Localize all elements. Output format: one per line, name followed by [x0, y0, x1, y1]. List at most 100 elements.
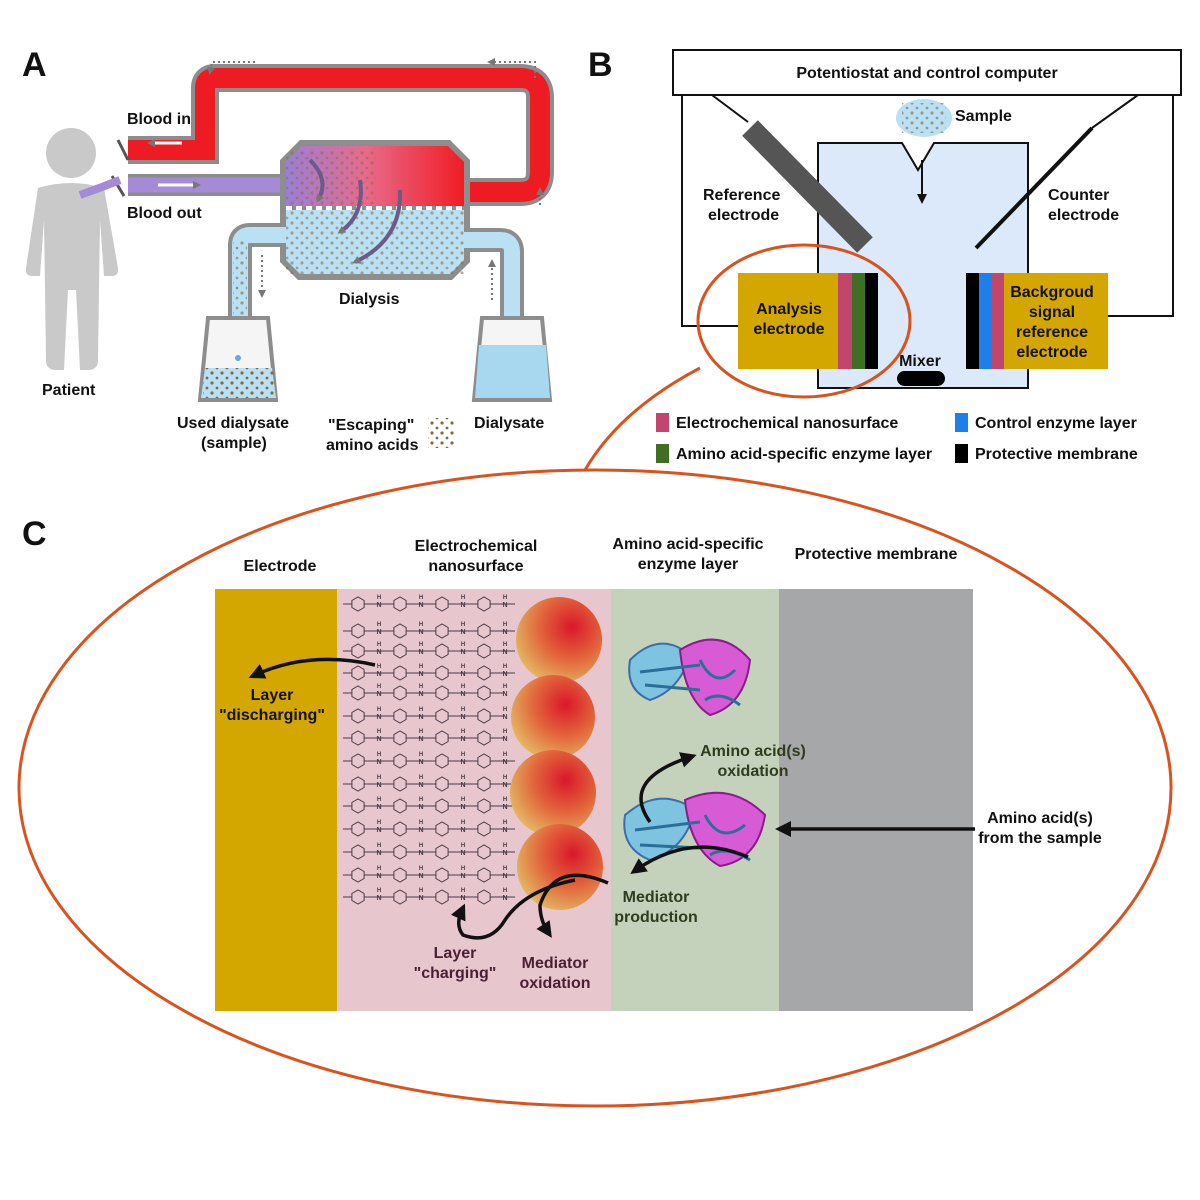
benzene-ring — [393, 730, 407, 746]
nitrogen-atom: N — [460, 629, 465, 636]
used-dialysate-bottle — [197, 316, 279, 402]
benzene-ring — [435, 798, 449, 814]
benzene-ring — [477, 798, 491, 814]
electrode-layer — [215, 589, 337, 1011]
nitrogen-atom: N — [418, 759, 423, 766]
hydrogen-atom: H — [503, 684, 507, 690]
hydrogen-atom: H — [377, 622, 381, 628]
dialysate-bottle — [471, 316, 553, 402]
panel-b: B Potentiostat and control computer Samp… — [588, 46, 1182, 463]
benzene-ring — [435, 730, 449, 746]
charging-arrow — [450, 878, 576, 940]
nitrogen-atom: N — [502, 782, 507, 789]
benzene-ring — [435, 821, 449, 837]
nitrogen-atom: N — [376, 691, 381, 698]
benzene-ring — [435, 867, 449, 883]
escaping-label: "Escaping" — [328, 417, 414, 434]
mediator-sphere — [516, 597, 602, 683]
nitrogen-atom: N — [502, 629, 507, 636]
benzene-ring — [477, 665, 491, 681]
potentiostat-label: Potentiostat and control computer — [796, 65, 1057, 82]
nitrogen-atom: N — [376, 782, 381, 789]
nitrogen-atom: N — [460, 873, 465, 880]
mediator-oxidation-sub-label: oxidation — [519, 975, 590, 992]
nanosurface-header: Electrochemical — [415, 538, 538, 555]
benzene-ring — [477, 730, 491, 746]
benzene-ring — [477, 708, 491, 724]
hydrogen-atom: H — [419, 797, 423, 803]
legend-label-nanosurface: Electrochemical nanosurface — [676, 415, 898, 432]
amino-acid-dots-icon — [428, 418, 454, 448]
benzene-ring — [351, 821, 365, 837]
nitrogen-atom: N — [460, 850, 465, 857]
dialysate-tubing — [228, 223, 524, 340]
background-electrode-label-3: reference — [1016, 324, 1088, 341]
hydrogen-atom: H — [503, 642, 507, 648]
hydrogen-atom: H — [377, 729, 381, 735]
electrode-header: Electrode — [244, 558, 317, 575]
benzene-ring — [435, 844, 449, 860]
amino-sample-sub-label: from the sample — [978, 830, 1102, 847]
reference-electrode-label: Reference — [703, 187, 780, 204]
hydrogen-atom: H — [461, 866, 465, 872]
nanosurface-header-sub: nanosurface — [428, 558, 523, 575]
benzene-ring — [477, 844, 491, 860]
benzene-ring — [393, 776, 407, 792]
layer-charging-sub-label: "charging" — [414, 965, 497, 982]
zoom-ellipse — [17, 468, 1173, 1108]
analysis-electrode-label: Analysis — [756, 301, 822, 318]
membrane-layer — [779, 589, 973, 1011]
hydrogen-atom: H — [419, 866, 423, 872]
legend-label-membrane: Protective membrane — [975, 446, 1138, 463]
benzene-ring — [351, 596, 365, 612]
hydrogen-atom: H — [419, 752, 423, 758]
benzene-ring — [477, 753, 491, 769]
benzene-ring — [393, 821, 407, 837]
zoom-connector — [583, 366, 701, 471]
panel-c: C Electrode Electrochemical nanosurface … — [22, 515, 1102, 1011]
hydrogen-atom: H — [419, 622, 423, 628]
legend-swatch-control — [955, 413, 968, 432]
legend-swatch-nanosurface — [656, 413, 669, 432]
benzene-ring — [435, 643, 449, 659]
patient-figure — [25, 128, 119, 370]
layer-charging-label: Layer — [434, 945, 477, 962]
nitrogen-atom: N — [418, 691, 423, 698]
blood-in-label: Blood in — [127, 111, 191, 128]
nitrogen-atom: N — [376, 714, 381, 721]
benzene-ring — [477, 685, 491, 701]
legend-swatch-membrane — [955, 444, 968, 463]
enzyme-header: Amino acid-specific — [612, 536, 763, 553]
mediator-oxidation-arrow — [536, 873, 609, 938]
hydrogen-atom: H — [377, 820, 381, 826]
nitrogen-atom: N — [376, 629, 381, 636]
benzene-ring — [351, 665, 365, 681]
used-dialysate-sub-label: (sample) — [201, 435, 267, 452]
benzene-ring — [435, 665, 449, 681]
patient-label: Patient — [42, 382, 96, 399]
panel-label-a: A — [22, 46, 47, 84]
layer-discharging-sub-label: "discharging" — [219, 707, 325, 724]
hydrogen-atom: H — [377, 642, 381, 648]
wire-right — [1105, 95, 1174, 317]
hydrogen-atom: H — [377, 843, 381, 849]
hydrogen-atom: H — [377, 707, 381, 713]
nitrogen-atom: N — [502, 895, 507, 902]
legend-label-enzyme: Amino acid-specific enzyme layer — [676, 446, 932, 463]
hydrogen-atom: H — [461, 729, 465, 735]
benzene-ring — [393, 596, 407, 612]
hydrogen-atom: H — [461, 888, 465, 894]
nitrogen-atom: N — [502, 827, 507, 834]
nitrogen-atom: N — [376, 759, 381, 766]
hydrogen-atom: H — [419, 642, 423, 648]
hydrogen-atom: H — [461, 664, 465, 670]
nitrogen-atom: N — [460, 759, 465, 766]
benzene-ring — [393, 643, 407, 659]
hydrogen-atom: H — [419, 684, 423, 690]
nitrogen-atom: N — [502, 850, 507, 857]
benzene-ring — [435, 596, 449, 612]
nitrogen-atom: N — [376, 873, 381, 880]
hydrogen-atom: H — [461, 820, 465, 826]
panel-a: A Patient Blood in Blood out — [22, 46, 554, 454]
